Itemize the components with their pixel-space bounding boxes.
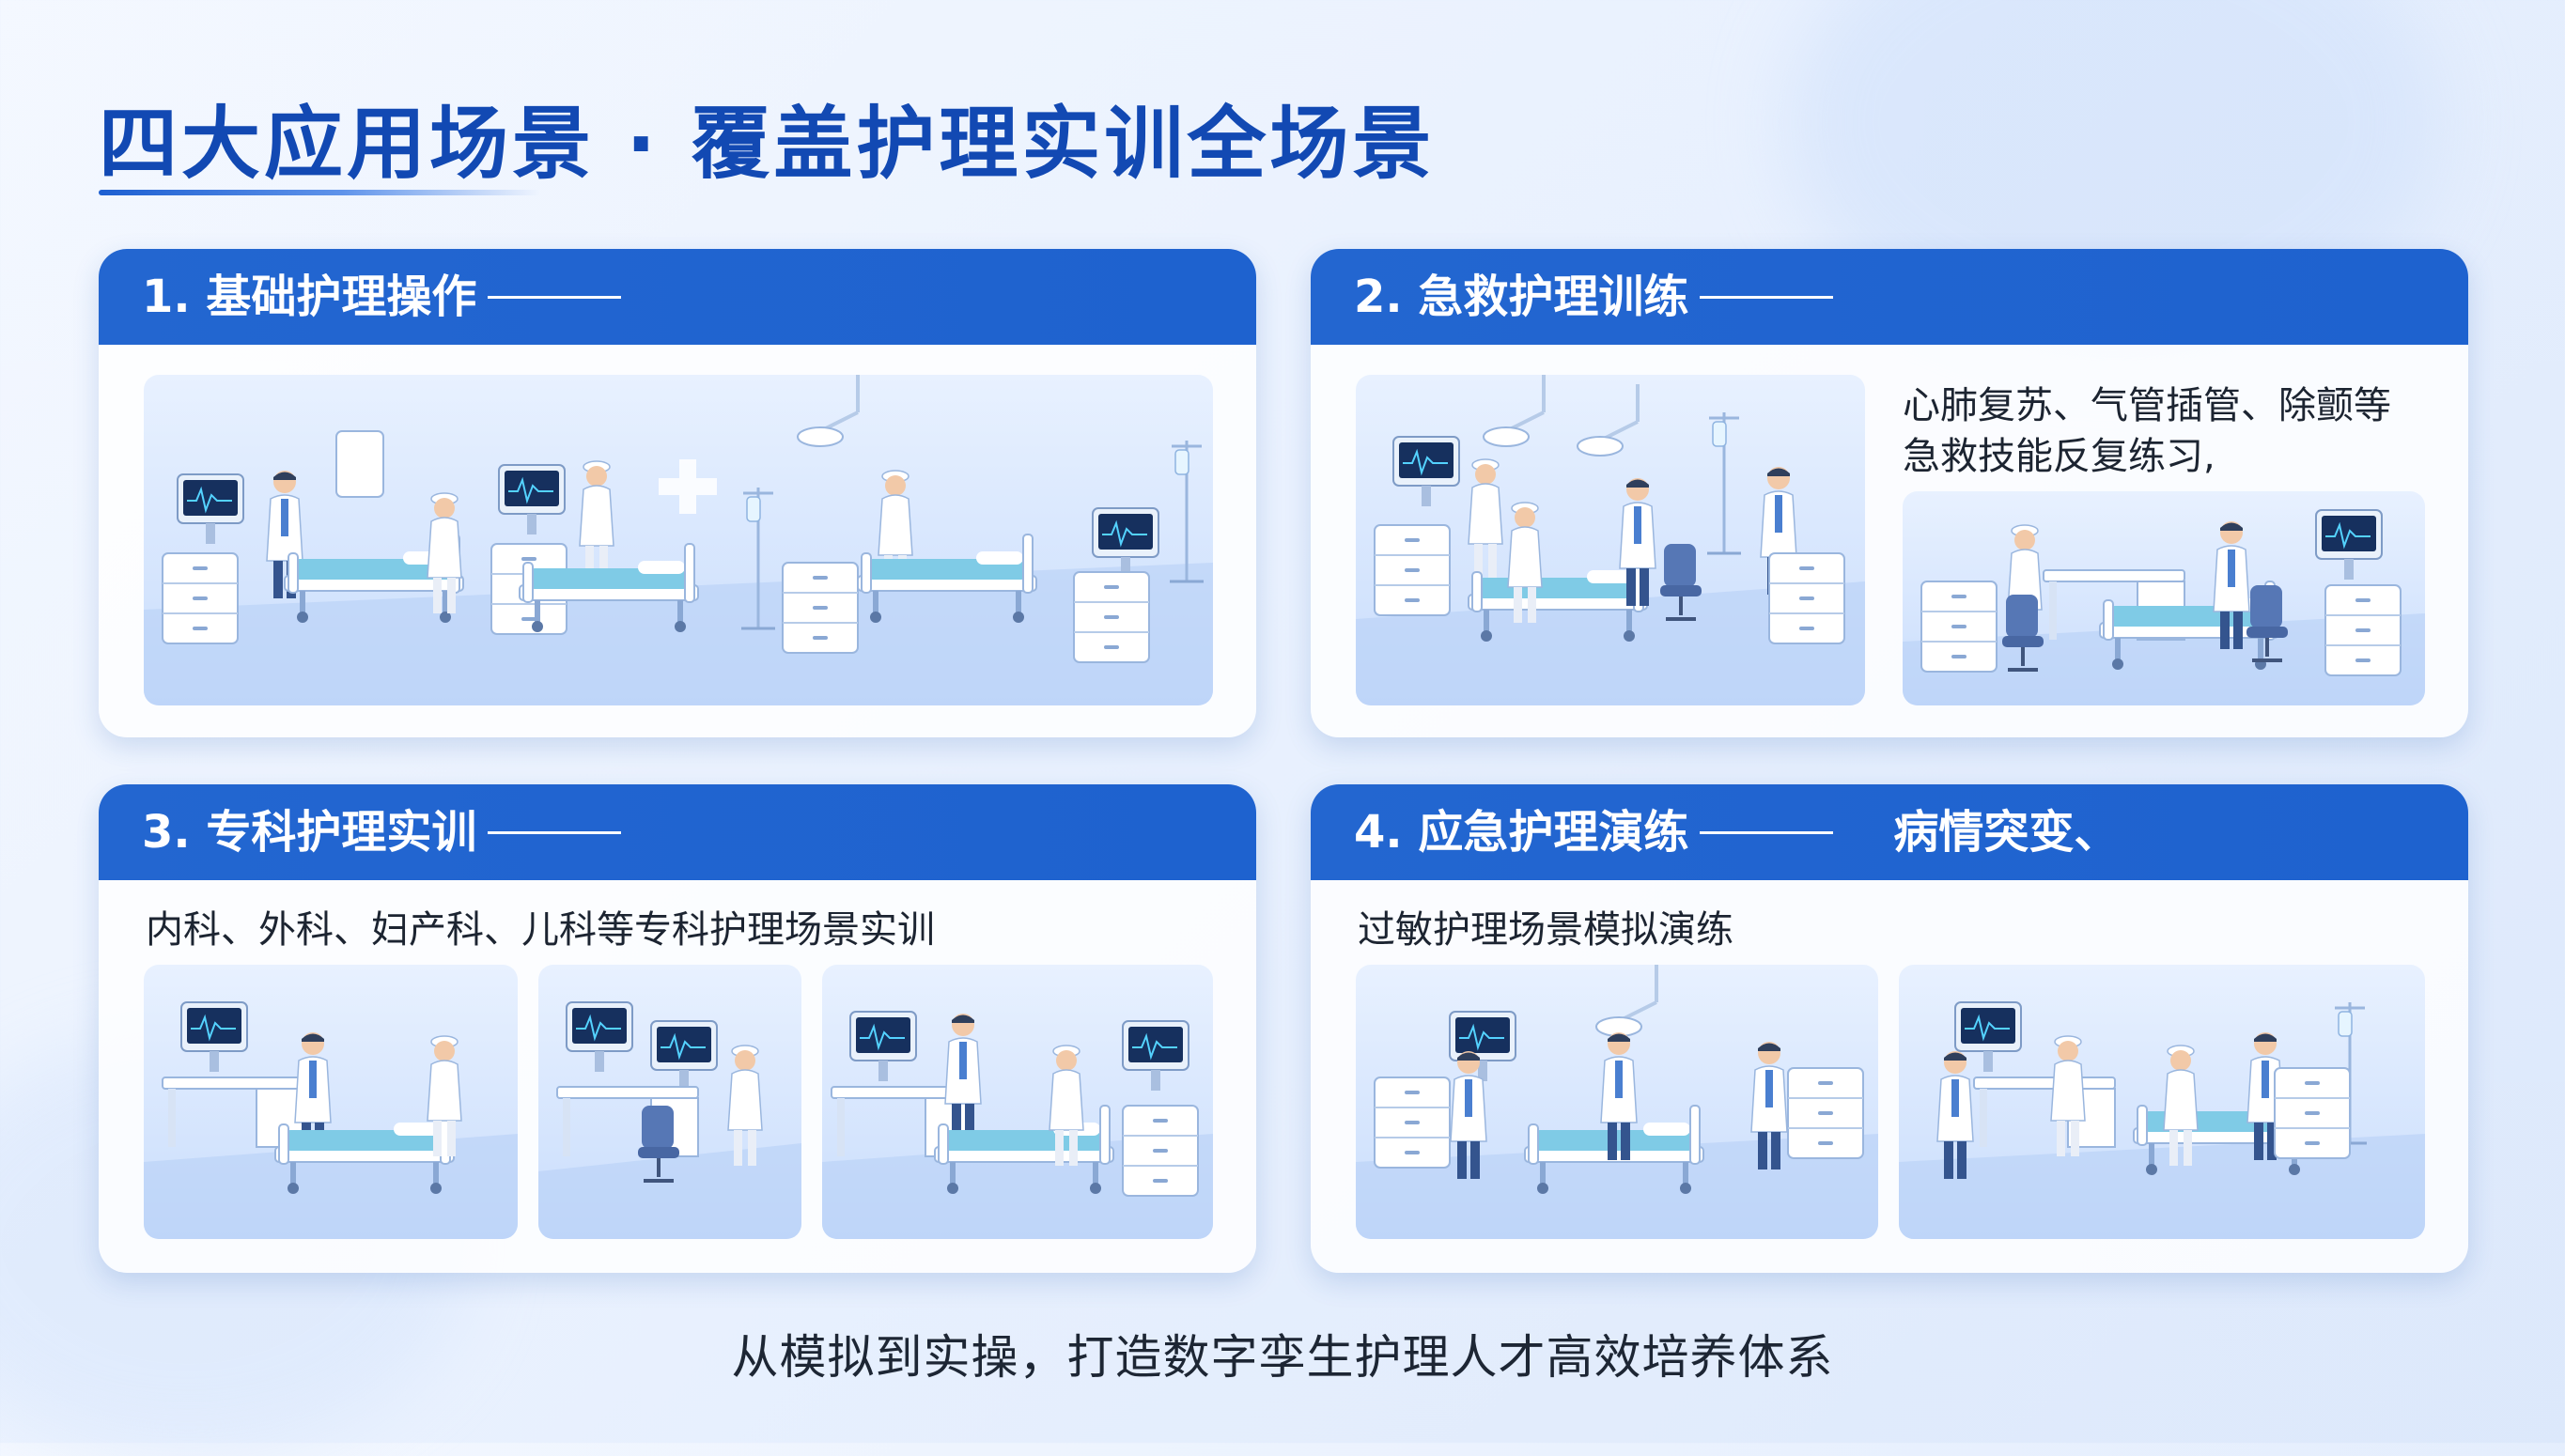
card-title: 2. 急救护理训练 xyxy=(1354,271,1689,323)
title-underline xyxy=(99,190,540,195)
ward-beds-illustration xyxy=(144,375,1213,705)
card-title-extra: 病情突变、 xyxy=(1893,806,2120,859)
emergency-drill-illustration-2 xyxy=(1899,965,2425,1239)
specialty-care-illustration xyxy=(144,965,518,1239)
header-dash xyxy=(488,295,622,299)
header-dash xyxy=(488,830,622,834)
card-title: 4. 应急护理演练 xyxy=(1354,806,1689,859)
card-header: 2. 急救护理训练 xyxy=(1311,249,2468,345)
card-header: 3. 专科护理实训 xyxy=(99,784,1256,880)
card-emergency-drill: 4. 应急护理演练 病情突变、 过敏护理场景模拟演练 xyxy=(1311,784,2468,1273)
card-description: 过敏护理场景模拟演练 xyxy=(1358,908,1733,952)
specialty-care-illustration-3 xyxy=(822,965,1213,1239)
emergency-care-illustration-2 xyxy=(1903,491,2425,705)
card-description: 内科、外科、妇产科、儿科等专科护理场景实训 xyxy=(146,908,935,952)
header-dash xyxy=(1700,295,1834,299)
card-basic-care: 1. 基础护理操作 xyxy=(99,249,1256,737)
card-description-line: 急救技能反复练习, xyxy=(1903,435,2215,478)
card-title: 3. 专科护理实训 xyxy=(142,806,477,859)
page-title: 四大应用场景 · 覆盖护理实训全场景 xyxy=(99,98,1436,190)
footer-slogan: 从模拟到实操，打造数字孪生护理人才高效培养体系 xyxy=(731,1330,1834,1385)
header-dash xyxy=(1700,830,1834,834)
card-description-line: 心肺复苏、气管插管、除颤等 xyxy=(1903,384,2391,427)
card-header: 1. 基础护理操作 xyxy=(99,249,1256,345)
card-title: 1. 基础护理操作 xyxy=(142,271,477,323)
emergency-drill-illustration xyxy=(1356,965,1878,1239)
card-specialty-care: 3. 专科护理实训 内科、外科、妇产科、儿科等专科护理场景实训 xyxy=(99,784,1256,1273)
specialty-care-illustration-2 xyxy=(538,965,801,1239)
card-first-aid: 2. 急救护理训练 心肺复苏、气管插管、除颤等 急救技能反复练习, xyxy=(1311,249,2468,737)
card-header: 4. 应急护理演练 病情突变、 xyxy=(1311,784,2468,880)
emergency-care-illustration xyxy=(1356,375,1865,705)
